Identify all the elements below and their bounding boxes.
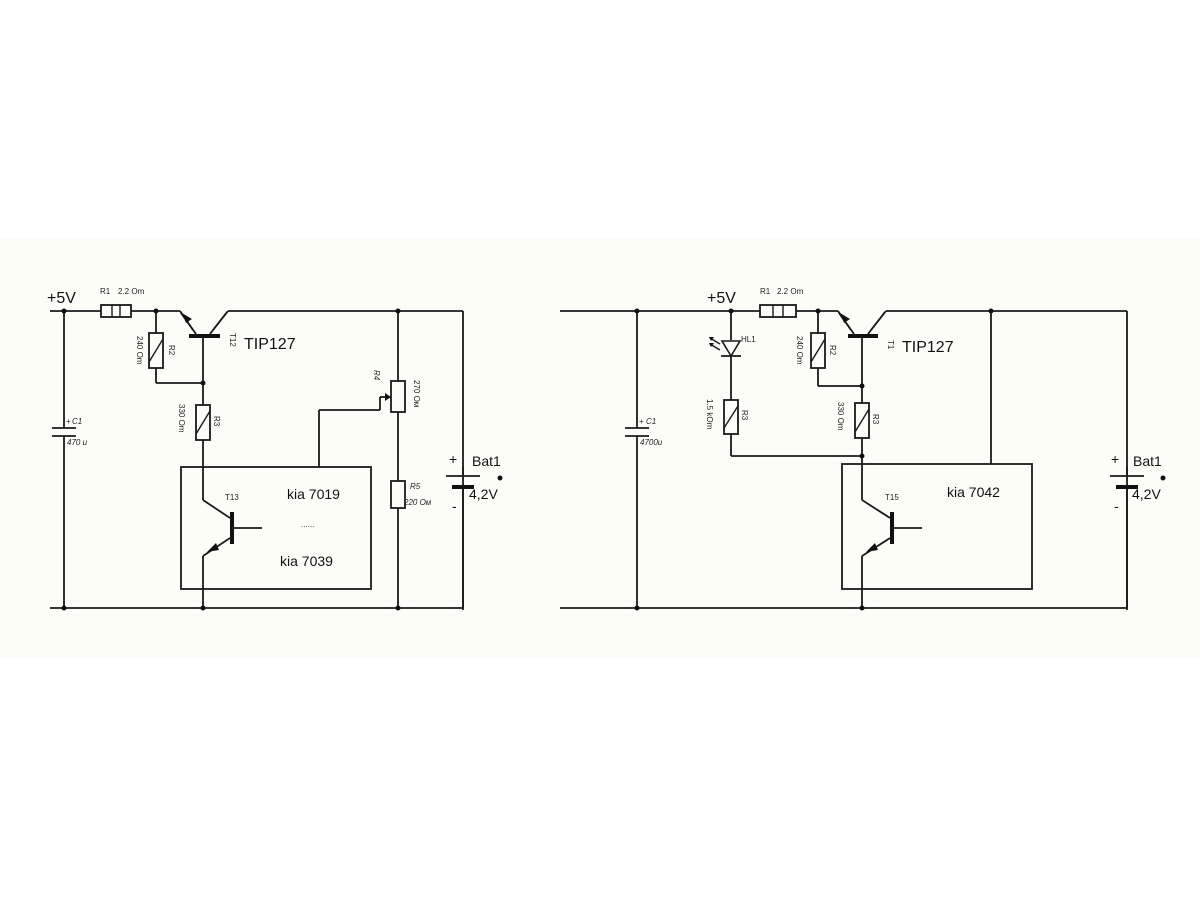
right-supply-label: +5V: [707, 290, 736, 307]
right-t1-transistor: [838, 311, 886, 344]
left-r5-resistor: [390, 480, 406, 509]
right-battery: [1110, 475, 1166, 489]
left-ic-bottom-label: kia 7039: [280, 553, 333, 569]
left-r2-value: 240 Om: [135, 336, 144, 365]
right-r3b-label: R3: [871, 414, 880, 425]
right-r3a-label: R3: [740, 410, 749, 421]
left-t12-transistor: [180, 311, 228, 344]
left-r1-value: 2.2 Om: [118, 287, 145, 296]
left-battery-voltage: 4,2V: [469, 486, 498, 502]
left-r4-value: 270 Ом: [412, 380, 421, 407]
right-r3b-value: 330 Om: [836, 402, 845, 431]
right-circuit: R1 2.2 Om HL1 1.5 kOm R3 240 Om R2: [560, 287, 1166, 611]
right-c1-plus: +: [639, 417, 644, 426]
right-ic-label: kia 7042: [947, 484, 1000, 500]
left-r3-resistor: [195, 404, 211, 441]
right-battery-voltage: 4,2V: [1132, 486, 1161, 502]
right-r1-resistor: [759, 304, 797, 318]
right-r1-value: 2.2 Om: [777, 287, 804, 296]
left-ic-dots: ......: [301, 520, 314, 529]
right-ic-box: [841, 463, 1033, 590]
left-r3-value: 330 Om: [177, 404, 186, 433]
left-c1-label: C1: [72, 417, 82, 426]
right-r3a-resistor: [723, 399, 739, 435]
right-c1-value: 4700u: [640, 438, 663, 447]
left-battery: [446, 475, 503, 489]
left-r5-label: R5: [410, 482, 421, 491]
right-c1-label: C1: [646, 417, 656, 426]
left-battery-plus: +: [449, 451, 457, 467]
right-battery-minus: -: [1114, 498, 1119, 514]
left-battery-minus: -: [452, 498, 457, 514]
left-t13-transistor: [202, 499, 262, 575]
right-r2-resistor: [810, 332, 826, 369]
right-hl1-led: [709, 337, 742, 358]
left-r4-label: R4: [372, 370, 381, 381]
right-t1-label: T1: [886, 340, 895, 350]
right-battery-plus: +: [1111, 451, 1119, 467]
right-r1-label: R1: [760, 287, 771, 296]
left-r2-label: R2: [167, 345, 176, 356]
left-c1-value: 470 u: [67, 438, 88, 447]
left-battery-label: Bat1: [472, 453, 501, 469]
right-t15-transistor: [861, 499, 922, 575]
left-r3-label: R3: [212, 416, 221, 427]
right-t15-label: T15: [885, 493, 899, 502]
left-r5-value: 220 Ом: [403, 498, 432, 507]
left-circuit: R1 2.2 Om 240 Om R2 T12 TIP127 330 Om R3: [47, 287, 503, 611]
right-junction-dots: [634, 308, 994, 611]
right-transistor-model: TIP127: [902, 339, 954, 356]
left-c1-capacitor: [52, 427, 76, 437]
left-r1-resistor: [100, 304, 132, 318]
right-battery-label: Bat1: [1133, 453, 1162, 469]
left-supply-label: +5V: [47, 290, 76, 307]
left-t12-label: T12: [228, 333, 237, 347]
left-ic-top-label: kia 7019: [287, 486, 340, 502]
left-r4-potentiometer: [385, 380, 406, 413]
right-r3b-resistor: [854, 402, 870, 439]
left-junction-dots: [61, 308, 401, 611]
right-r2-value: 240 Om: [795, 336, 804, 365]
right-r2-label: R2: [828, 345, 837, 356]
left-r2-resistor: [148, 332, 164, 369]
right-r3a-value: 1.5 kOm: [705, 399, 714, 430]
left-ic-box: [180, 466, 372, 590]
right-hl1-label: HL1: [741, 335, 756, 344]
left-r1-label: R1: [100, 287, 111, 296]
right-c1-capacitor: [625, 427, 649, 437]
left-c1-plus: +: [66, 417, 71, 426]
diagram-background: [0, 238, 1200, 658]
left-transistor-model: TIP127: [244, 336, 296, 353]
left-wires: [50, 310, 464, 610]
left-t13-label: T13: [225, 493, 239, 502]
